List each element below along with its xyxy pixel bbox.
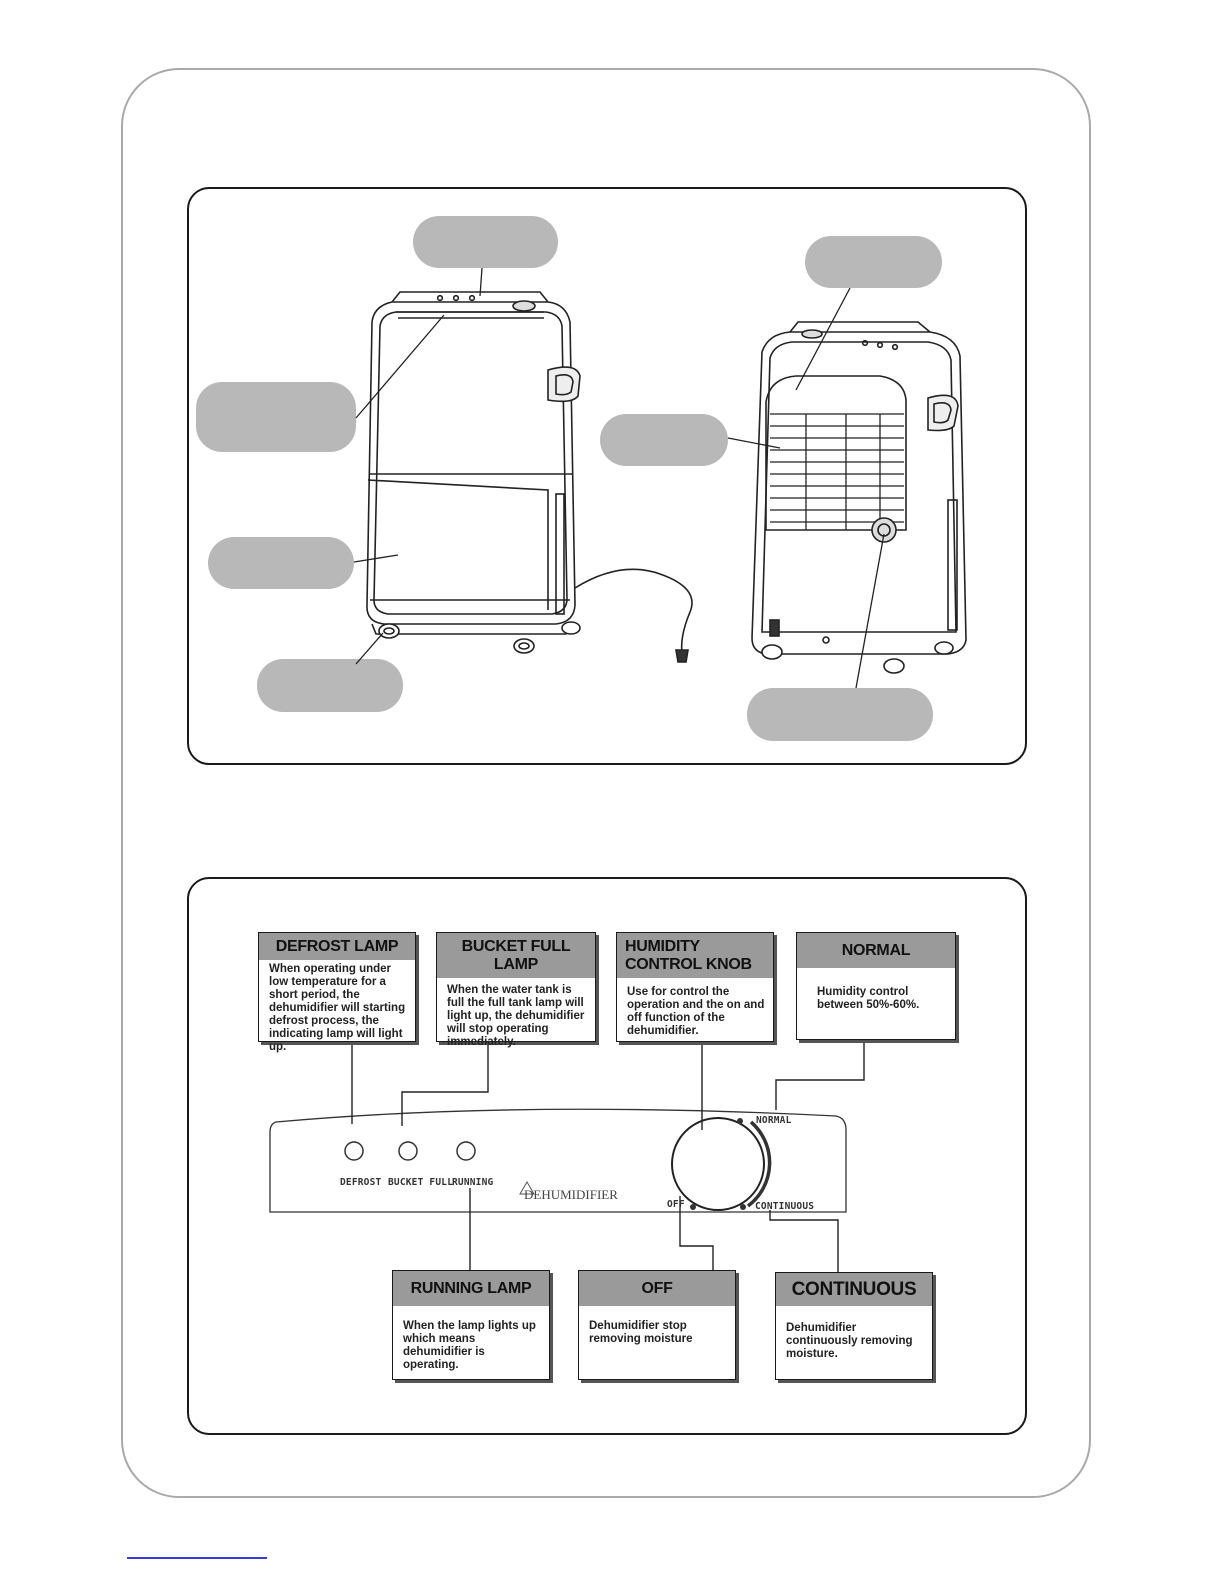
defrost-lamp-text: When operating under low temperature for… (269, 963, 406, 1053)
defrost-lamp-indicator (344, 1141, 364, 1161)
humidity-control-knob-text: Use for control the operation and the on… (627, 986, 765, 1037)
running-lamp-text: When the lamp lights up which means dehu… (403, 1320, 536, 1371)
continuous-title: CONTINUOUS (776, 1273, 932, 1306)
normal-text: Humidity control between 50%-60%. (817, 986, 920, 1011)
humidity-control-knob[interactable] (671, 1117, 765, 1211)
running-lamp-label: RUNNING (452, 1177, 494, 1188)
bucket-full-lamp-title: BUCKET FULL LAMP (437, 933, 595, 978)
normal-callout: NORMAL Humidity control between 50%-60%. (796, 932, 956, 1040)
bucket-full-lamp-text: When the water tank is full the full tan… (447, 984, 585, 1048)
normal-title: NORMAL (797, 933, 955, 968)
knob-continuous-label: CONTINUOUS (755, 1201, 815, 1212)
running-lamp-indicator (456, 1141, 476, 1161)
callout-air-outlet (196, 382, 356, 452)
running-lamp-callout: RUNNING LAMP When the lamp lights up whi… (392, 1270, 550, 1380)
bucket-full-lamp-callout: BUCKET FULL LAMP When the water tank is … (436, 932, 596, 1048)
bucket-full-lamp-indicator (398, 1141, 418, 1161)
footer-link-underline[interactable] (127, 1557, 267, 1559)
callout-control-panel (413, 216, 558, 268)
humidity-control-knob-callout: HUMIDITY CONTROL KNOB Use for control th… (616, 932, 774, 1042)
continuous-callout: CONTINUOUS Dehumidifier continuously rem… (775, 1272, 933, 1380)
page-frame (121, 68, 1091, 1498)
callout-water-tank (208, 537, 354, 589)
defrost-lamp-title: DEFROST LAMP (259, 933, 415, 960)
callout-handle (805, 236, 942, 288)
top-leader-lines (353, 267, 483, 665)
running-lamp-title: RUNNING LAMP (393, 1271, 549, 1306)
brand-name: DEHUMIDIFIER (524, 1187, 618, 1202)
callout-drain-outlet (747, 688, 933, 741)
brand-logo-icon (519, 1181, 535, 1195)
knob-normal-label: NORMAL (756, 1115, 792, 1126)
off-title: OFF (579, 1271, 735, 1306)
bucket-full-lamp-label: BUCKET FULL (388, 1177, 454, 1188)
off-callout: OFF Dehumidifier stop removing moisture (578, 1270, 736, 1380)
continuous-text: Dehumidifier continuously removing moist… (786, 1322, 913, 1360)
defrost-lamp-callout: DEFROST LAMP When operating under low te… (258, 932, 416, 1053)
front-unit-drawing (366, 291, 693, 663)
callout-caster-wheel (257, 659, 403, 712)
back-unit-drawing (751, 321, 967, 674)
off-text: Dehumidifier stop removing moisture (589, 1320, 693, 1345)
knob-off-label: OFF (667, 1199, 685, 1210)
top-right-leader-lines (727, 287, 885, 689)
callout-air-inlet (600, 414, 728, 466)
defrost-lamp-label: DEFROST (340, 1177, 382, 1188)
humidity-control-knob-title: HUMIDITY CONTROL KNOB (617, 933, 773, 978)
control-leader-lines (351, 1040, 865, 1272)
